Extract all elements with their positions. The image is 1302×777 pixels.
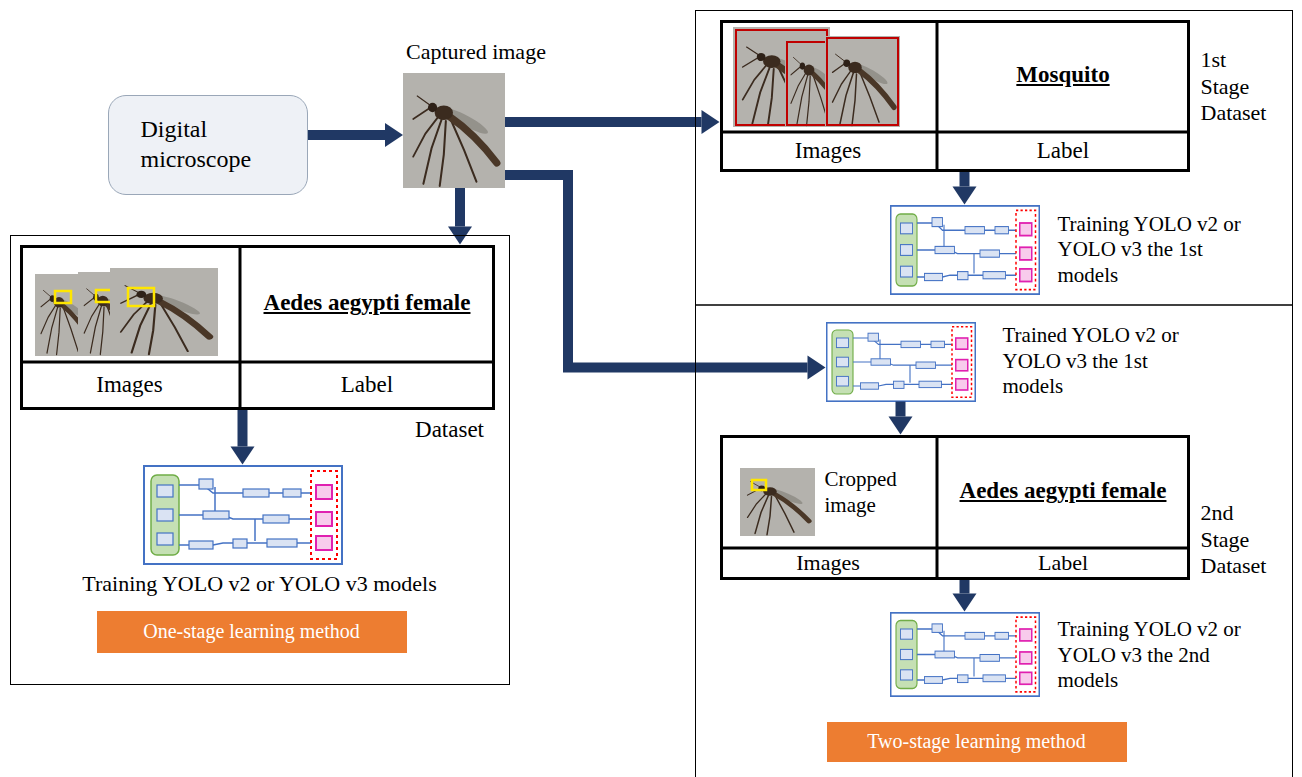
network-caption: Training YOLO v2 or YOLO v3 the 1st mode… [1058,212,1247,289]
class-label-cell: Aedes aegypti female [240,245,495,362]
network-icon: Trained YOLO v2 or YOLO v3 the 1st model… [826,322,976,402]
method-badge: Two-stage learning method [867,729,1086,753]
arrow-shaft [455,188,465,227]
dataset-name-cell: 2nd Stage Dataset [1198,488,1282,593]
network-drawing [891,613,1040,696]
cropped-photo [740,468,815,536]
method-badge-cell: Two-stage learning method [827,722,1127,762]
label-box [827,38,898,125]
network-drawing [891,206,1040,294]
flow-arrow [505,110,720,134]
arrow-head [702,110,720,134]
flow-arrow [953,172,977,205]
dataset-name: 2nd Stage Dataset [1201,500,1279,580]
network-drawing [144,466,342,564]
arrow-head [953,187,977,205]
arrow-shaft [238,410,248,447]
captured-photo [403,73,505,188]
arrow-head [953,594,977,612]
image-caption-cell: Cropped image [822,460,932,526]
network-caption-cell: Trained YOLO v2 or YOLO v3 the 1st model… [1000,314,1210,410]
arrow-head [231,447,255,465]
dataset-table: MosquitoImagesLabel1st Stage Dataset [720,20,1190,172]
arrow-shaft [505,117,702,127]
network-icon: Training YOLO v2 or YOLO v3 models [143,465,343,565]
dataset-name: Dataset [415,416,484,444]
class-label-cell: Aedes aegypti female [937,435,1190,548]
arrow-shaft [960,580,970,594]
column-header: Label [341,371,393,399]
dataset-table: Aedes aegypti femaleImagesLabelDataset [20,245,495,410]
network-caption: Training YOLO v2 or YOLO v3 models [82,571,436,598]
label-box [752,480,766,490]
image-heading: Captured image [406,39,546,66]
network-caption-cell: Training YOLO v2 or YOLO v3 the 1st mode… [1055,203,1250,298]
arrow-head [889,417,913,435]
class-label-cell: Mosquito [937,20,1190,132]
column-header: Images [96,371,162,399]
captured-image: Captured image [403,73,505,188]
arrow-head [808,356,826,380]
class-label: Aedes aegypti female [960,477,1167,505]
network-caption: Trained YOLO v2 or YOLO v3 the 1st model… [1003,323,1207,400]
grid-line [720,131,1190,134]
image-heading-cell: Captured image [403,36,613,68]
column-header: Label [1038,550,1088,577]
column-header-cell: Label [937,548,1190,580]
class-label: Aedes aegypti female [264,289,471,317]
arrow-shaft [308,130,385,140]
flow-arrow [308,123,403,147]
flow-arrow [505,175,826,380]
column-header: Images [796,550,860,577]
label-box [128,288,154,306]
column-header-cell: Images [720,548,937,580]
network-caption-cell: Training YOLO v2 or YOLO v3 models [40,568,480,602]
sample-photo [110,268,218,356]
method-badge-cell: One-stage learning method [97,611,407,653]
flow-arrow [231,410,255,465]
column-header-cell: Images [720,132,937,172]
dataset-name-cell: Dataset [398,413,502,449]
network-icon: Training YOLO v2 or YOLO v3 the 1st mode… [890,205,1040,295]
image-caption: Cropped image [825,467,929,518]
network-caption: Training YOLO v2 or YOLO v3 the 2nd mode… [1058,617,1247,694]
dataset-table: Cropped image Aedes aegypti femaleImages L… [720,435,1190,580]
method-panel: Two-stage learning methodMosquitoImagesL… [695,10,1293,777]
table-grid [20,20,1190,580]
arrow-shaft [960,172,970,187]
method-panel: One-stage learning method Aedes aegypti f… [10,235,510,685]
column-header-cell: Images [20,362,240,410]
network-drawing [827,323,976,401]
grid-line [720,547,1190,550]
column-header: Images [795,137,861,165]
arrow-head [385,123,403,147]
flow-arrow [953,580,977,612]
device-name: Digital microscope [141,115,285,174]
panel-divider [695,304,1293,306]
grid-line [20,361,495,364]
device-name-cell: Digital microscope [138,100,288,190]
flow-arrow [448,188,472,245]
grid-line [936,435,939,580]
column-header: Label [1037,137,1089,165]
dataset-name: 1st Stage Dataset [1201,47,1279,127]
network-caption-cell: Training YOLO v2 or YOLO v3 the 2nd mode… [1055,610,1250,702]
label-box [55,291,71,303]
grid-line [239,245,242,410]
column-header-cell: Label [937,132,1190,172]
grid-line [936,20,939,172]
device-box: Digital microscope [108,95,308,195]
flow-arrow [889,402,913,435]
column-header-cell: Label [240,362,495,410]
class-label: Mosquito [1016,61,1109,89]
method-badge: One-stage learning method [143,619,360,643]
dataset-name-cell: 1st Stage Dataset [1198,30,1282,145]
arrow-shaft [505,175,808,368]
sample-photo [825,36,900,127]
arrow-shaft [896,402,906,417]
label-box [96,290,112,302]
network-icon: Training YOLO v2 or YOLO v3 the 2nd mode… [890,612,1040,697]
